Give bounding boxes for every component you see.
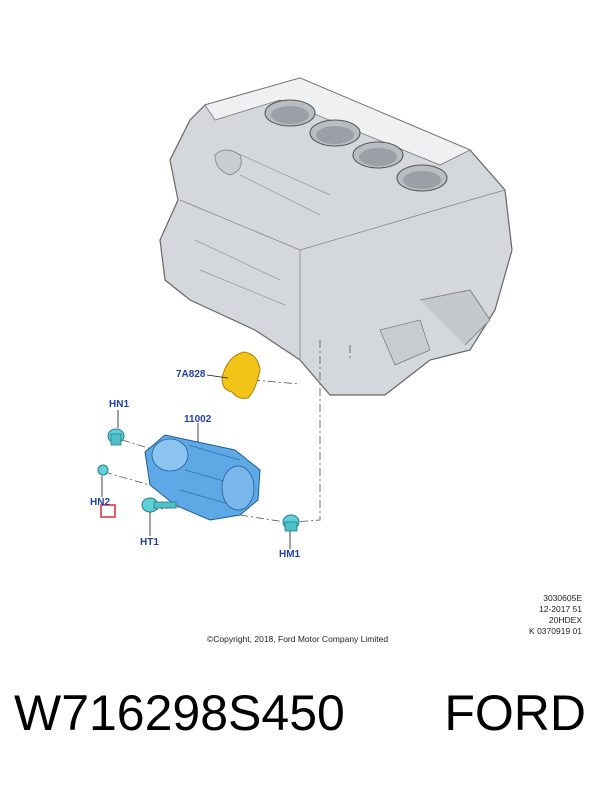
starter-motor[interactable] [144, 434, 261, 521]
exploded-parts-diagram [97, 77, 513, 549]
drawing-date: 12-2017 51 [538, 604, 582, 614]
fastener-hn2[interactable] [97, 464, 109, 476]
leader-lines [101, 374, 291, 549]
drawing-code: 3030605E [543, 593, 582, 603]
part-number: W716298S450 [14, 685, 345, 741]
reference-code: K 0370919 01 [529, 626, 582, 636]
callout-hn1[interactable]: HN1 [109, 399, 130, 410]
engine-block [159, 77, 513, 396]
callout-hn2[interactable]: HN2 [90, 497, 111, 508]
fastener-hn1[interactable] [107, 428, 125, 446]
callout-11002[interactable]: 11002 [184, 414, 212, 425]
callout-ht1[interactable]: HT1 [140, 537, 159, 548]
fastener-hm1[interactable] [282, 514, 300, 532]
callout-hm1[interactable]: HM1 [279, 549, 301, 560]
copyright-notice: ©Copyright, 2018, Ford Motor Company Lim… [207, 634, 389, 644]
footer: W716298S450 FORD [14, 684, 586, 764]
callout-7a828[interactable]: 7A828 [176, 369, 206, 380]
brand-name: FORD [444, 685, 586, 741]
engine-code: 20HDEX [548, 615, 582, 625]
bracket-part[interactable] [221, 351, 261, 399]
selected-part-marker[interactable] [100, 504, 116, 518]
